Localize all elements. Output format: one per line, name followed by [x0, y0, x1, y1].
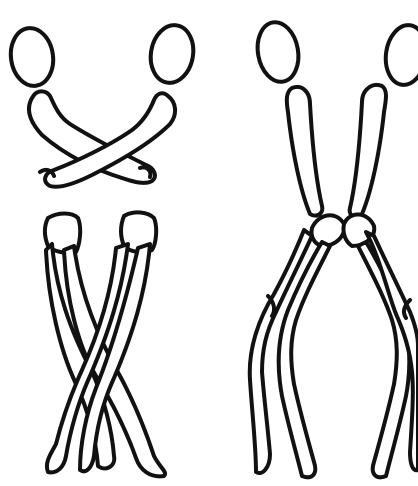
head-left-figure-a: [7, 25, 57, 88]
left-panel-crossed-pose: [7, 22, 198, 477]
bent-arms: [287, 85, 386, 217]
head-right-figure-a: [253, 19, 303, 85]
crossed-arms: [29, 91, 175, 186]
spread-legs: [250, 214, 418, 477]
head-right-figure-b: [382, 23, 418, 88]
arm-figure-b: [350, 85, 386, 217]
crossed-legs: [45, 212, 165, 476]
right-panel-squat-pose: [250, 19, 418, 477]
buttock-left: [311, 215, 344, 246]
arm-figure-a: [287, 87, 323, 216]
head-left-figure-b: [146, 22, 197, 86]
